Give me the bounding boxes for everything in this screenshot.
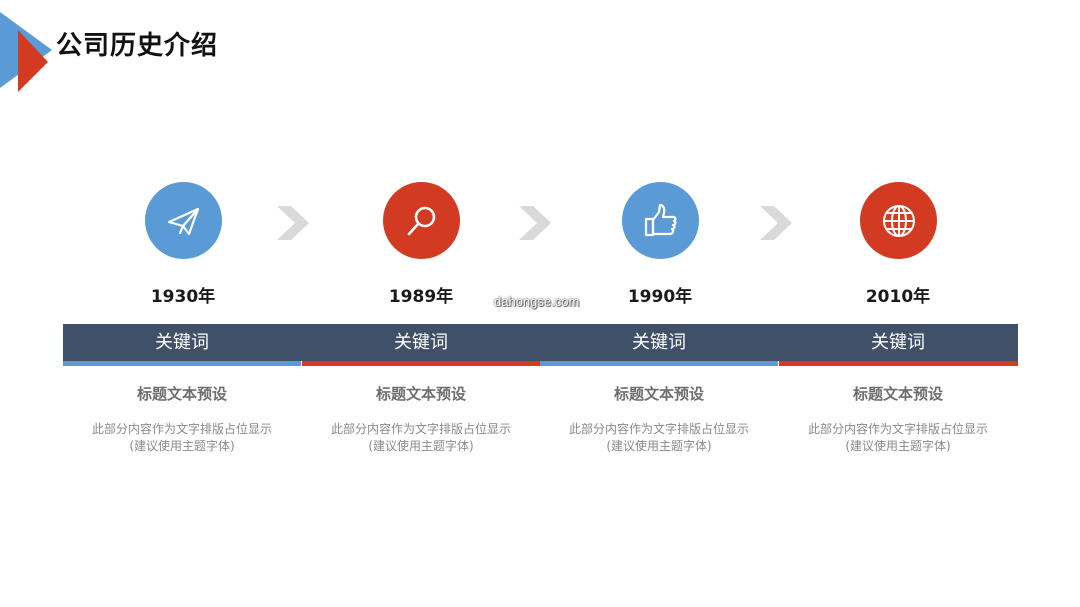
item-description: 此部分内容作为文字排版占位显示 (建议使用主题字体) <box>63 421 301 455</box>
timeline-circle-1 <box>145 182 222 259</box>
timeline-circle-4 <box>860 182 937 259</box>
description-line: (建议使用主题字体) <box>368 439 474 453</box>
page-title: 公司历史介绍 <box>56 31 219 61</box>
thumbs-up-icon <box>644 203 676 236</box>
keyword-label: 关键词 <box>155 332 209 353</box>
accent-line-blue <box>540 361 778 366</box>
item-heading: 标题文本预设 <box>375 385 466 403</box>
year-label: 2010年 <box>865 287 931 307</box>
year-label: 1990年 <box>627 287 693 307</box>
chevron-right-icon <box>519 206 551 240</box>
year-label: 1930年 <box>150 287 216 307</box>
keyword-label: 关键词 <box>871 332 925 353</box>
keyword-band <box>63 324 1018 361</box>
watermark: dahongse.com <box>494 294 580 309</box>
description-line: 此部分内容作为文字排版占位显示 <box>807 422 988 436</box>
description-line: (建议使用主题字体) <box>606 439 712 453</box>
item-heading: 标题文本预设 <box>136 385 227 403</box>
description-line: 此部分内容作为文字排版占位显示 <box>91 422 272 436</box>
globe-icon <box>882 204 915 237</box>
description-line: 此部分内容作为文字排版占位显示 <box>568 422 749 436</box>
accent-line-red <box>779 361 1018 366</box>
chevron-right-icon <box>760 206 792 240</box>
chevron-right-icon <box>277 206 309 240</box>
item-heading: 标题文本预设 <box>613 385 704 403</box>
magnifier-icon <box>407 206 435 235</box>
item-description: 此部分内容作为文字排版占位显示 (建议使用主题字体) <box>779 421 1017 455</box>
keyword-label: 关键词 <box>394 332 448 353</box>
keyword-label: 关键词 <box>632 332 686 353</box>
description-line: 此部分内容作为文字排版占位显示 <box>330 422 511 436</box>
timeline-circle-2 <box>383 182 460 259</box>
accent-line-blue <box>63 361 301 366</box>
paper-plane-icon <box>167 207 199 235</box>
accent-line-red <box>302 361 540 366</box>
description-line: (建议使用主题字体) <box>129 439 235 453</box>
description-line: (建议使用主题字体) <box>845 439 951 453</box>
corner-triangles-decoration <box>0 12 52 92</box>
item-description: 此部分内容作为文字排版占位显示 (建议使用主题字体) <box>302 421 540 455</box>
timeline-circle-3 <box>622 182 699 259</box>
year-label: 1989年 <box>388 287 454 307</box>
item-description: 此部分内容作为文字排版占位显示 (建议使用主题字体) <box>540 421 778 455</box>
item-heading: 标题文本预设 <box>852 385 943 403</box>
